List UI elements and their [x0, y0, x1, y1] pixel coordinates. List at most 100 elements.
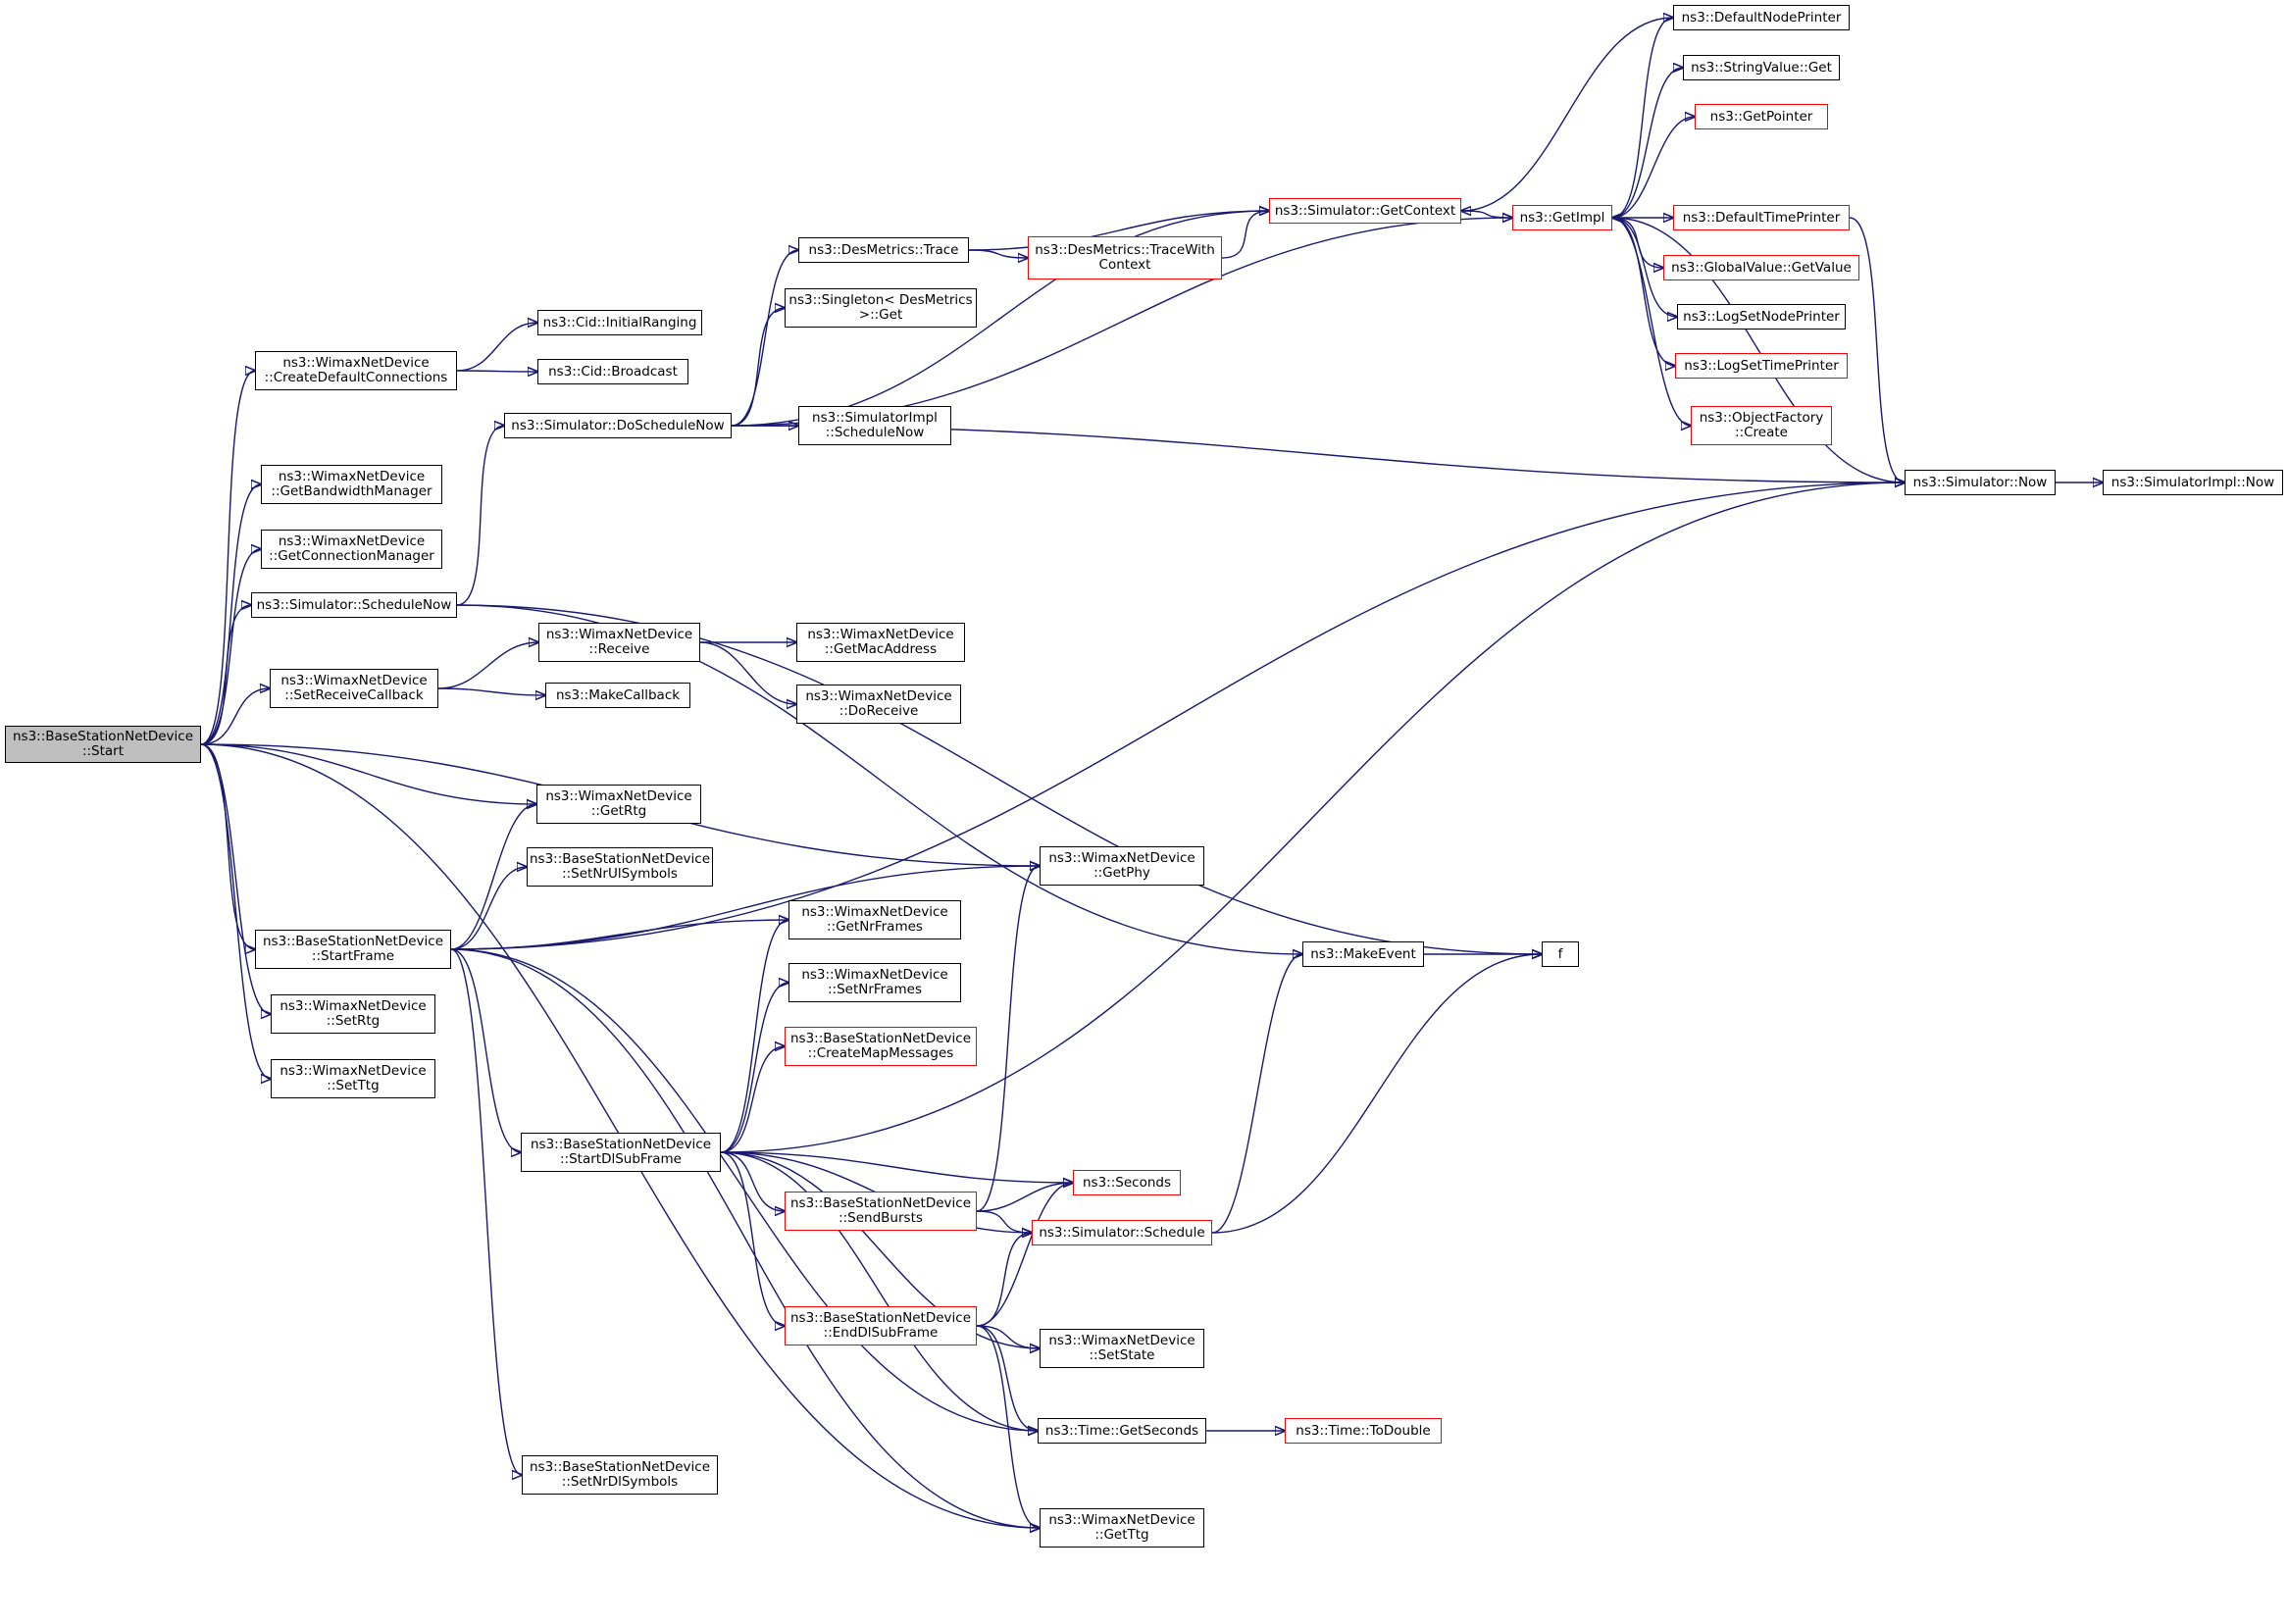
node-schedule[interactable]: ns3::Simulator::Schedule [1032, 1220, 1212, 1245]
edge-startframe-to-getrtg [450, 804, 536, 950]
node-desmtrace[interactable]: ns3::DesMetrics::Trace [798, 237, 969, 263]
edge-startdl-to-enddl [720, 1151, 785, 1326]
node-setstate[interactable]: ns3::WimaxNetDevice ::SetState [1040, 1329, 1204, 1368]
edge-getimpl-to-logsetnode [1611, 217, 1677, 317]
edge-startdl-to-timegetsec [720, 1151, 1038, 1431]
edge-desmtracewc-to-getcontext [1221, 211, 1269, 259]
edge-enddl-to-timegetsec [976, 1325, 1038, 1431]
node-deftimeprinter[interactable]: ns3::DefaultTimePrinter [1673, 205, 1850, 230]
node-globalval[interactable]: ns3::GlobalValue::GetValue [1663, 255, 1859, 280]
node-defnodeprinter[interactable]: ns3::DefaultNodePrinter [1673, 5, 1850, 30]
edge-enddl-to-schedule [976, 1233, 1032, 1327]
node-broadcast[interactable]: ns3::Cid::Broadcast [537, 359, 688, 384]
node-getmac[interactable]: ns3::WimaxNetDevice ::GetMacAddress [796, 623, 965, 662]
edge-getimpl-to-logsettime [1611, 217, 1675, 366]
edge-start-to-startframe [200, 743, 255, 949]
node-startdl[interactable]: ns3::BaseStationNetDevice ::StartDlSubFr… [521, 1133, 721, 1172]
node-simimplsched[interactable]: ns3::SimulatorImpl ::ScheduleNow [798, 406, 951, 445]
edge-start-to-getconn [200, 549, 261, 745]
edge-start-to-setrecvcb [200, 688, 270, 745]
node-stringvalget[interactable]: ns3::StringValue::Get [1683, 55, 1840, 80]
edge-startframe-to-startdl [450, 948, 521, 1152]
node-timegetsec[interactable]: ns3::Time::GetSeconds [1038, 1418, 1206, 1444]
node-simimplnow[interactable]: ns3::SimulatorImpl::Now [2103, 470, 2283, 495]
edge-schedule-to-f [1211, 954, 1542, 1234]
node-setnrul[interactable]: ns3::BaseStationNetDevice ::SetNrUlSymbo… [527, 847, 713, 887]
edge-startdl-to-seconds [720, 1151, 1073, 1183]
node-logsettime[interactable]: ns3::LogSetTimePrinter [1675, 353, 1848, 379]
node-startframe[interactable]: ns3::BaseStationNetDevice ::StartFrame [255, 930, 451, 969]
node-f[interactable]: f [1542, 941, 1579, 967]
node-getphy[interactable]: ns3::WimaxNetDevice ::GetPhy [1040, 846, 1204, 886]
node-initrang[interactable]: ns3::Cid::InitialRanging [537, 310, 702, 335]
node-singleton[interactable]: ns3::Singleton< DesMetrics >::Get [785, 288, 977, 328]
node-sendbursts[interactable]: ns3::BaseStationNetDevice ::SendBursts [785, 1192, 977, 1231]
edge-setrecvcb-to-makecallback [437, 687, 545, 695]
edge-deftimeprinter-to-simnow [1849, 217, 1905, 482]
node-desmtracewc[interactable]: ns3::DesMetrics::TraceWith Context [1028, 236, 1222, 279]
node-getttg[interactable]: ns3::WimaxNetDevice ::GetTtg [1040, 1508, 1204, 1548]
node-setnrdl[interactable]: ns3::BaseStationNetDevice ::SetNrDlSymbo… [522, 1455, 718, 1495]
edge-start-to-schednow [200, 605, 251, 745]
node-enddl[interactable]: ns3::BaseStationNetDevice ::EndDlSubFram… [785, 1306, 977, 1345]
edge-startframe-to-simnow [450, 482, 1905, 950]
node-setrtg[interactable]: ns3::WimaxNetDevice ::SetRtg [271, 994, 435, 1034]
node-setnrframes[interactable]: ns3::WimaxNetDevice ::SetNrFrames [788, 963, 961, 1002]
node-createmap[interactable]: ns3::BaseStationNetDevice ::CreateMapMes… [785, 1027, 977, 1066]
node-start: ns3::BaseStationNetDevice ::Start [5, 726, 201, 763]
edge-defnodeprinter-to-getcontext [1461, 17, 1674, 211]
edge-startdl-to-createmap [720, 1046, 785, 1153]
node-schednow[interactable]: ns3::Simulator::ScheduleNow [251, 592, 457, 618]
node-getrtg[interactable]: ns3::WimaxNetDevice ::GetRtg [536, 785, 701, 824]
edge-start-to-setrtg [200, 743, 271, 1014]
edge-enddl-to-getttg [976, 1325, 1040, 1528]
edge-startdl-to-setnrframes [720, 983, 788, 1153]
edge-startdl-to-setstate [720, 1151, 1040, 1348]
edge-startdl-to-getnrframes [720, 920, 788, 1153]
edge-getimpl-to-defnodeprinter [1611, 18, 1673, 219]
edge-startdl-to-sendbursts [720, 1151, 785, 1211]
node-getcontext[interactable]: ns3::Simulator::GetContext [1269, 198, 1461, 224]
node-receive[interactable]: ns3::WimaxNetDevice ::Receive [538, 623, 700, 662]
node-setrecvcb[interactable]: ns3::WimaxNetDevice ::SetReceiveCallback [270, 669, 438, 708]
edge-enddl-to-seconds [976, 1183, 1073, 1327]
node-simnow[interactable]: ns3::Simulator::Now [1905, 470, 2056, 495]
edge-schedule-to-makeevent [1211, 954, 1302, 1234]
node-objfactory[interactable]: ns3::ObjectFactory ::Create [1691, 406, 1832, 445]
edge-start-to-createdef [200, 371, 255, 745]
node-makeevent[interactable]: ns3::MakeEvent [1302, 941, 1424, 967]
node-doschednow[interactable]: ns3::Simulator::DoScheduleNow [504, 413, 732, 438]
edge-desmtrace-to-desmtracewc [968, 249, 1028, 258]
edge-getcontext-to-getimpl [1460, 210, 1512, 218]
node-timetodouble[interactable]: ns3::Time::ToDouble [1285, 1418, 1442, 1444]
node-createdef[interactable]: ns3::WimaxNetDevice ::CreateDefaultConne… [255, 351, 457, 390]
edge-start-to-setttg [200, 743, 271, 1079]
node-getconn[interactable]: ns3::WimaxNetDevice ::GetConnectionManag… [261, 530, 442, 569]
edge-sendbursts-to-schedule [976, 1210, 1032, 1233]
node-makecallback[interactable]: ns3::MakeCallback [545, 683, 690, 708]
edge-getimpl-to-stringvalget [1611, 68, 1683, 219]
node-logsetnode[interactable]: ns3::LogSetNodePrinter [1677, 304, 1846, 330]
edge-sendbursts-to-seconds [976, 1183, 1073, 1212]
node-getimpl[interactable]: ns3::GetImpl [1512, 205, 1612, 230]
node-seconds[interactable]: ns3::Seconds [1073, 1170, 1181, 1195]
node-getpointer[interactable]: ns3::GetPointer [1695, 104, 1828, 129]
node-getnrframes[interactable]: ns3::WimaxNetDevice ::GetNrFrames [788, 900, 961, 939]
edge-start-to-getrtg [200, 743, 536, 804]
edge-setrecvcb-to-receive [437, 642, 538, 689]
edge-simnow-to-getimpl [1612, 218, 1906, 483]
edge-desmtrace-to-getcontext [968, 211, 1269, 251]
edge-startframe-to-getttg [450, 948, 1040, 1528]
edge-getimpl-to-objfactory [1611, 217, 1691, 426]
edge-sendbursts-to-getphy [976, 866, 1040, 1212]
node-setttg[interactable]: ns3::WimaxNetDevice ::SetTtg [271, 1059, 435, 1098]
edge-startdl-to-simnow [720, 482, 1905, 1153]
edge-createdef-to-initrang [456, 323, 537, 372]
edge-startframe-to-setnrdl [450, 948, 522, 1475]
node-doreceive[interactable]: ns3::WimaxNetDevice ::DoReceive [796, 685, 961, 724]
edge-schednow-to-doschednow [456, 426, 504, 606]
edge-receive-to-doreceive [699, 641, 796, 704]
node-getbw[interactable]: ns3::WimaxNetDevice ::GetBandwidthManage… [261, 465, 442, 504]
edge-doschednow-to-singleton [731, 308, 785, 427]
